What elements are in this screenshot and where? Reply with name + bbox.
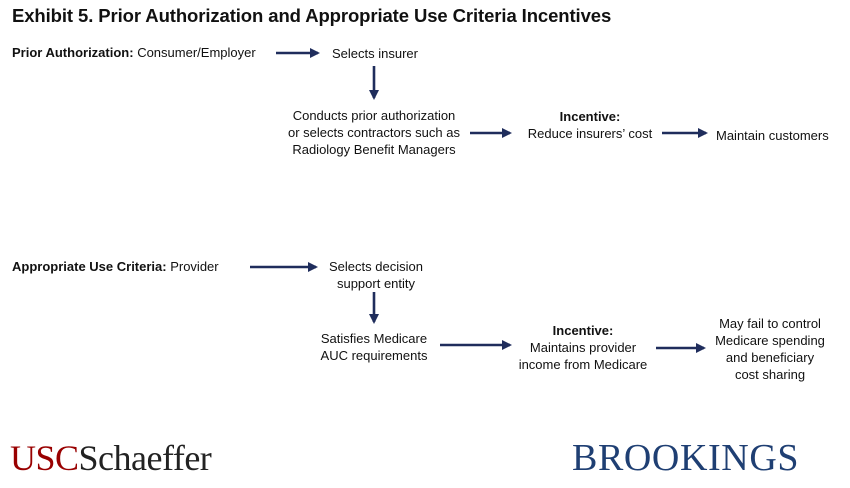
prior-auth-incentive-text: Reduce insurers’ cost [527, 126, 653, 141]
exhibit-title: Exhibit 5. Prior Authorization and Appro… [12, 5, 612, 26]
usc-logo-schaeffer-text: Schaeffer [78, 438, 212, 478]
auc-label-bold: Appropriate Use Criteria: [12, 259, 167, 274]
prior-auth-conducts: Conducts prior authorization or selects … [278, 107, 470, 158]
auc-satisfies-line-2: AUC requirements [320, 348, 428, 363]
prior-auth-label-rest: Consumer/Employer [133, 45, 256, 60]
prior-auth-conducts-line-3: Radiology Benefit Managers [292, 142, 456, 157]
auc-label: Appropriate Use Criteria: Provider [12, 258, 219, 275]
auc-label-rest: Provider [166, 259, 219, 274]
auc-selects: Selects decision support entity [316, 258, 436, 292]
prior-auth-conducts-line-2: or selects contractors such as [288, 125, 460, 140]
auc-selects-line-2: support entity [336, 276, 416, 291]
auc-selects-line-1: Selects decision [329, 259, 423, 274]
auc-incentive-line-2: income from Medicare [518, 357, 648, 372]
prior-auth-conducts-line-1: Conducts prior authorization [292, 108, 456, 123]
auc-outcome: May fail to control Medicare spending an… [700, 315, 840, 383]
auc-incentive-label: Incentive: [552, 323, 614, 338]
usc-schaeffer-logo: USCSchaeffer [10, 437, 212, 479]
auc-incentive: Incentive: Maintains provider income fro… [505, 322, 661, 373]
usc-logo-usc-text: USC [10, 438, 79, 478]
prior-auth-incentive: Incentive: Reduce insurers’ cost [515, 108, 665, 142]
prior-auth-label-bold: Prior Authorization: [12, 45, 134, 60]
auc-outcome-line-3: and beneficiary [725, 350, 815, 365]
auc-incentive-line-1: Maintains provider [529, 340, 637, 355]
auc-outcome-line-4: cost sharing [734, 367, 806, 382]
auc-outcome-line-1: May fail to control [719, 316, 821, 331]
auc-satisfies-line-1: Satisfies Medicare [320, 331, 428, 346]
auc-outcome-line-2: Medicare spending [715, 333, 825, 348]
prior-auth-selects-insurer: Selects insurer [332, 46, 418, 61]
prior-auth-incentive-label: Incentive: [559, 109, 621, 124]
auc-satisfies: Satisfies Medicare AUC requirements [304, 330, 444, 364]
prior-auth-outcome: Maintain customers [716, 128, 829, 143]
brookings-logo: BROOKINGS [572, 437, 800, 479]
prior-auth-label: Prior Authorization: Consumer/Employer [12, 44, 256, 61]
